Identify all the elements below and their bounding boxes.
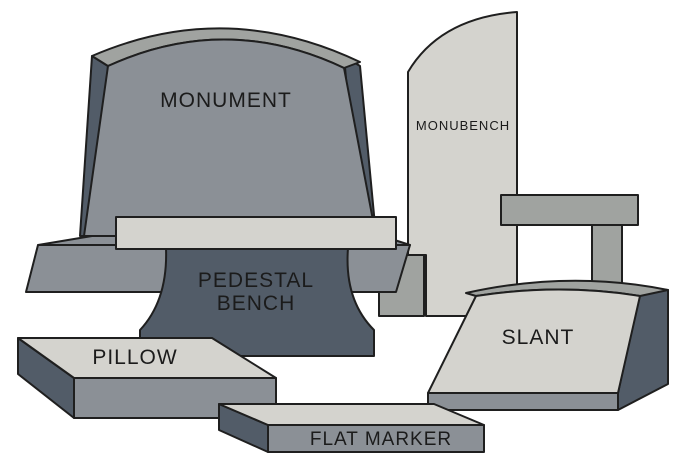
monument-face: [83, 38, 377, 237]
flat-marker-top: [218, 403, 485, 426]
monument-label: MONUMENT: [160, 89, 292, 112]
pedestal-bench: PEDESTAL BENCH: [115, 216, 397, 357]
flat-marker-label: FLAT MARKER: [310, 429, 452, 450]
pedestal-bench-pedestal: [139, 247, 375, 357]
pillow-top: [17, 337, 277, 379]
monubench-seat-leg: [591, 223, 623, 291]
slant-face: [427, 288, 641, 394]
pillow-label: PILLOW: [92, 346, 177, 369]
monubench-seat: [500, 194, 639, 226]
pedestal-bench-label-line2: BENCH: [217, 292, 296, 315]
monubench-label: MONUBENCH: [416, 118, 510, 133]
monubench: MONUBENCH: [378, 11, 639, 317]
slant-base: [427, 392, 619, 411]
slant-marker: SLANT: [427, 279, 669, 411]
pedestal-bench-seat: [115, 216, 397, 250]
slant-label: SLANT: [502, 326, 575, 349]
monubench-upright: [407, 11, 518, 317]
pedestal-bench-label-line1: PEDESTAL: [198, 269, 314, 292]
flat-marker: FLAT MARKER: [218, 403, 485, 453]
